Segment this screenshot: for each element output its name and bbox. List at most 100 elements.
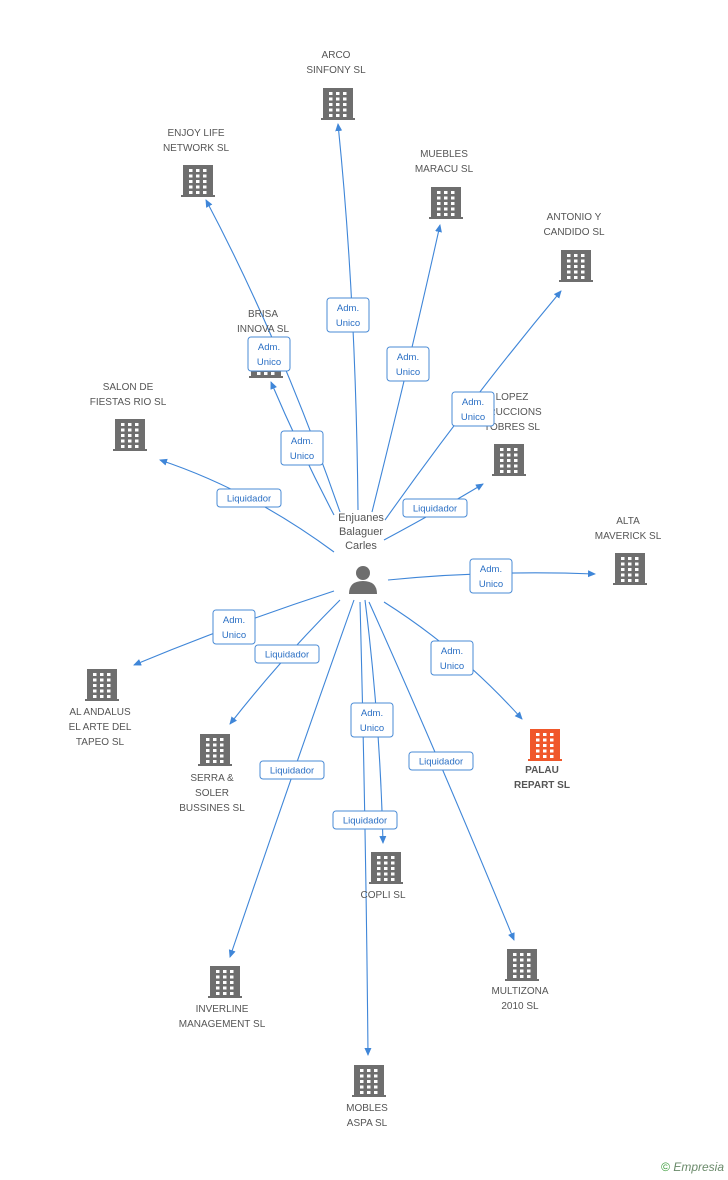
edge-label-serra[interactable]: Liquidador: [254, 644, 320, 664]
edge-label-lopez[interactable]: Liquidador: [402, 498, 468, 518]
edge-label-copli[interactable]: Adm. Unico: [350, 702, 394, 738]
company-node-multizona[interactable]: MULTIZONA 2010 SL: [491, 949, 549, 1012]
company-label[interactable]: INNOVA SL: [237, 324, 289, 335]
building-icon[interactable]: [113, 419, 147, 451]
edge-label-mobles[interactable]: Liquidador: [332, 810, 398, 830]
person-icon[interactable]: [349, 566, 377, 594]
company-label[interactable]: TRUCCIONS: [482, 407, 542, 418]
company-node-alta[interactable]: ALTA MAVERICK SL: [595, 516, 662, 585]
edge-label-text: Unico: [360, 723, 384, 734]
company-label[interactable]: ASPA SL: [347, 1118, 388, 1129]
edge-label-text: Unico: [290, 451, 314, 462]
company-node-copli[interactable]: COPLI SL: [360, 852, 406, 901]
edge-label-text: Unico: [461, 412, 485, 423]
company-label[interactable]: ANTONIO Y: [547, 212, 602, 223]
building-icon[interactable]: [85, 669, 119, 701]
building-icon[interactable]: [492, 444, 526, 476]
company-label[interactable]: NETWORK SL: [163, 143, 230, 154]
company-node-arco[interactable]: ARCO SINFONY SL: [306, 50, 366, 120]
building-icon[interactable]: [369, 852, 403, 884]
building-icon[interactable]: [528, 729, 562, 761]
copyright-symbol: ©: [661, 1160, 670, 1174]
company-label[interactable]: SOLER: [195, 788, 229, 799]
edge-label-text: Adm.: [480, 564, 502, 575]
building-icon[interactable]: [352, 1065, 386, 1097]
edge-label-muebles[interactable]: Adm.Unico: [386, 346, 430, 382]
company-node-antonio[interactable]: ANTONIO Y CANDIDO SL: [543, 212, 605, 282]
edge-label-palau[interactable]: Adm. Unico: [430, 640, 474, 676]
edge-label-text: Adm.: [397, 352, 419, 363]
company-label[interactable]: ENJOY LIFE: [167, 128, 224, 139]
company-node-palau[interactable]: PALAU REPART SL: [514, 729, 570, 791]
person-name-line[interactable]: Enjuanes: [338, 512, 384, 524]
edge-label-text: Liquidador: [227, 494, 271, 505]
person-name-line[interactable]: Carles: [345, 540, 377, 552]
building-icon[interactable]: [559, 250, 593, 282]
company-label[interactable]: MANAGEMENT SL: [179, 1019, 266, 1030]
company-label[interactable]: FIESTAS RIO SL: [90, 397, 167, 408]
company-label[interactable]: TAPEO SL: [76, 737, 125, 748]
building-icon[interactable]: [198, 734, 232, 766]
company-label[interactable]: 2010 SL: [501, 1001, 539, 1012]
edge-label-alandalus[interactable]: Adm.Unico: [212, 609, 256, 645]
footer-brand[interactable]: © Empresia: [661, 1160, 724, 1174]
edge-label-text: Adm.: [361, 708, 383, 719]
edge-label-text: Unico: [440, 661, 464, 672]
company-node-muebles[interactable]: MUEBLES MARACU SL: [415, 149, 474, 219]
edge-label-arco[interactable]: Adm.Unico: [326, 297, 370, 333]
company-node-inverline[interactable]: INVERLINE MANAGEMENT SL: [179, 966, 266, 1030]
building-icon[interactable]: [505, 949, 539, 981]
company-node-enjoy[interactable]: ENJOY LIFE NETWORK SL: [163, 128, 230, 197]
company-label[interactable]: MOBLES: [346, 1103, 388, 1114]
company-label[interactable]: ARCO: [322, 50, 351, 61]
company-label[interactable]: SALON DE: [103, 382, 154, 393]
edge-label-multizona[interactable]: Liquidador: [408, 751, 474, 771]
company-label[interactable]: BRISA: [248, 309, 278, 320]
company-label[interactable]: SINFONY SL: [306, 65, 366, 76]
empresia-logo: Empresia: [673, 1160, 724, 1174]
company-label[interactable]: BUSSINES SL: [179, 803, 245, 814]
company-node-salon[interactable]: SALON DE FIESTAS RIO SL: [90, 382, 167, 451]
company-label[interactable]: CANDIDO SL: [543, 227, 605, 238]
edge-label-brisa[interactable]: Adm.Unico: [280, 430, 324, 466]
edge-label-text: Adm.: [337, 303, 359, 314]
company-node-serra[interactable]: SERRA & SOLER BUSSINES SL: [179, 734, 245, 814]
building-icon[interactable]: [181, 165, 215, 197]
building-icon[interactable]: [429, 187, 463, 219]
company-node-lopez[interactable]: LOPEZ TRUCCIONS TOBRES SL: [482, 392, 542, 476]
company-label[interactable]: TOBRES SL: [484, 422, 540, 433]
company-label[interactable]: COPLI SL: [360, 890, 405, 901]
company-label[interactable]: EL ARTE DEL: [69, 722, 132, 733]
edge-label-text: Adm.: [441, 646, 463, 657]
edge-label-enjoy[interactable]: Adm.Unico: [247, 336, 291, 372]
company-label[interactable]: ALTA: [616, 516, 640, 527]
company-node-mobles[interactable]: MOBLES ASPA SL: [346, 1065, 388, 1129]
edge-label-antonio[interactable]: Adm. Unico: [451, 391, 495, 427]
edge-label-text: Unico: [257, 357, 281, 368]
company-label[interactable]: INVERLINE: [196, 1004, 249, 1015]
company-label[interactable]: MAVERICK SL: [595, 531, 662, 542]
building-icon[interactable]: [208, 966, 242, 998]
building-icon[interactable]: [321, 88, 355, 120]
company-label[interactable]: SERRA &: [190, 773, 234, 784]
nodes-layer: ARCO SINFONY SL ENJOY LIFE NETWORK SL MUEBLE…: [69, 50, 662, 1129]
company-label[interactable]: AL ANDALUS: [69, 707, 131, 718]
person-name-line[interactable]: Balaguer: [339, 526, 383, 538]
building-icon[interactable]: [613, 553, 647, 585]
company-label[interactable]: MULTIZONA: [491, 986, 548, 997]
edge-label-text: Adm.: [462, 397, 484, 408]
edge-label-text: Liquidador: [419, 757, 463, 768]
company-label[interactable]: REPART SL: [514, 780, 570, 791]
company-label[interactable]: LOPEZ: [496, 392, 529, 403]
company-label[interactable]: MUEBLES: [420, 149, 468, 160]
company-label[interactable]: PALAU: [525, 765, 559, 776]
edge-label-text: Liquidador: [343, 816, 387, 827]
edge-label-alta[interactable]: Adm.Unico: [469, 558, 513, 594]
company-label[interactable]: MARACU SL: [415, 164, 474, 175]
company-node-alandalus[interactable]: AL ANDALUS EL ARTE DEL TAPEO SL: [69, 669, 132, 748]
edge-label-salon[interactable]: Liquidador: [216, 488, 282, 508]
edge-label-inverline[interactable]: Liquidador: [259, 760, 325, 780]
